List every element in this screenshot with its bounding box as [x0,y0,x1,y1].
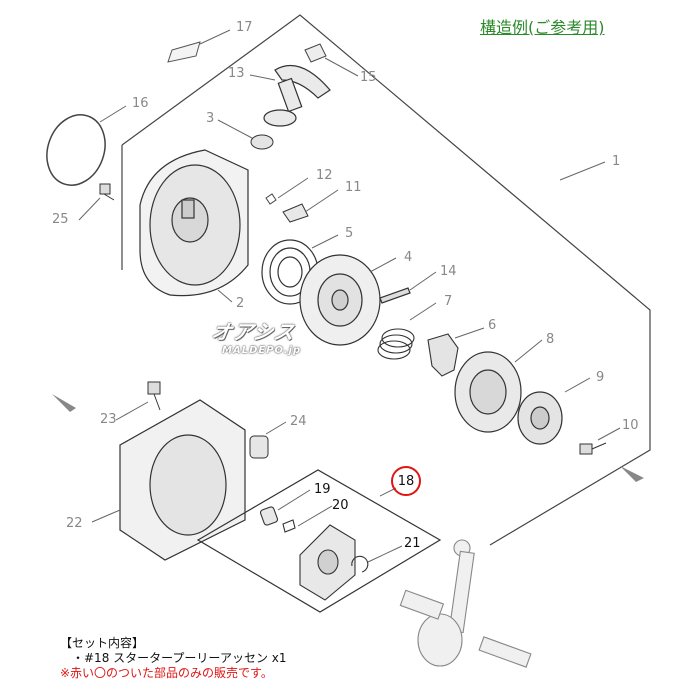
o-ring [46,114,106,186]
assembly-outline [121,14,651,546]
coil-spring-7 [377,328,415,360]
site-watermark: MALDEPO.jp [222,345,302,356]
set-contents-heading: 【セット内容】 [60,636,145,650]
part-label-2: 2 [236,296,245,311]
fan-housing [119,399,246,561]
part-label-19: 19 [314,482,331,497]
set-contents-item: ・#18 スタータープーリーアッセン x1 [72,651,287,665]
set-contents-note: ※赤い〇のついた部品のみの販売です。 [60,666,273,680]
rope-reel [299,254,381,346]
part-label-6: 6 [488,318,497,333]
pulley-8 [454,351,522,433]
starter-handle [263,64,331,127]
rope-guide [250,134,274,150]
starter-pulley-assy-box [196,469,442,613]
part-label-9: 9 [596,370,605,385]
part-label-13: 13 [228,66,245,81]
part-label-22: 22 [66,516,83,531]
set-contents: 【セット内容】 ・#18 スタータープーリーアッセン x1 ※赤い〇のついた部品… [60,636,287,681]
part-label-11: 11 [345,180,362,195]
bolt-10 [579,442,607,455]
bolt-23 [147,381,161,411]
part-label-10: 10 [622,418,639,433]
direction-arrows [52,394,644,482]
part-label-20: 20 [332,498,349,513]
leader-lines [78,29,621,563]
collar-24 [249,435,269,459]
starter-pulley-assy [259,506,369,601]
part-label-8: 8 [546,332,555,347]
page-title: 構造例(ご参考用) [480,18,605,37]
pawl-plate [427,333,459,377]
part-label-17: 17 [236,20,253,35]
part-label-23: 23 [100,412,117,427]
ratchet [282,203,309,223]
crankshaft [399,539,532,668]
highlighted-part-callout-18: 18 [391,466,421,496]
shaft [379,287,411,304]
part-label-12: 12 [316,168,333,183]
starter-case [139,149,249,297]
part-label-5: 5 [345,226,354,241]
hub-9 [517,391,563,445]
part-label-7: 7 [444,294,453,309]
screw-25 [99,183,115,201]
brand-watermark: オアシス [209,320,298,344]
knot-piece [304,43,327,63]
small-spring [265,193,277,205]
part-label-21: 21 [404,536,421,551]
part-label-15: 15 [360,70,377,85]
part-label-16: 16 [132,96,149,111]
part-label-24: 24 [290,414,307,429]
part-label-25: 25 [52,212,69,227]
part-label-3: 3 [206,111,215,126]
part-label-4: 4 [404,250,413,265]
label-sheet [167,41,201,63]
part-label-14: 14 [440,264,457,279]
part-label-1: 1 [612,154,621,169]
